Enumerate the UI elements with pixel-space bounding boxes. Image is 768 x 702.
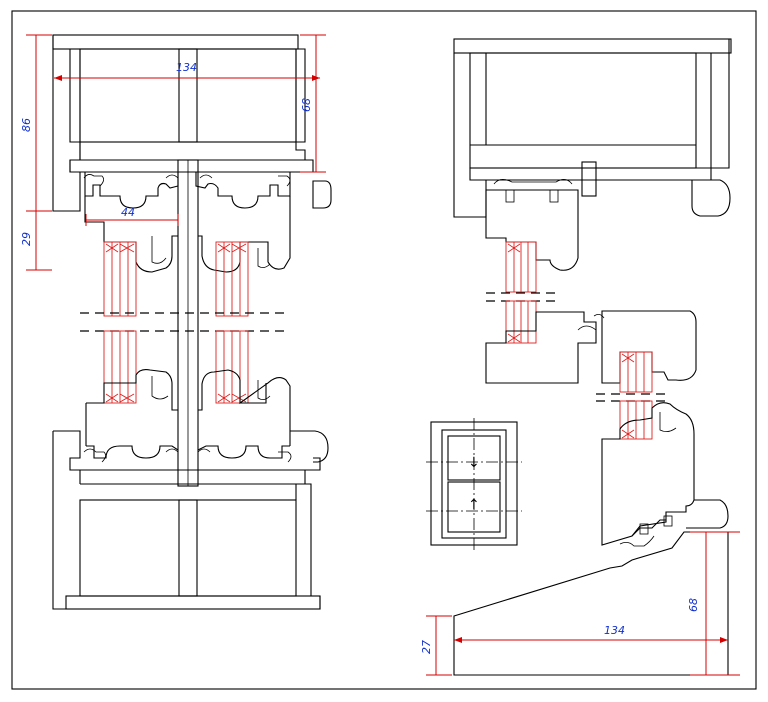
dim-sill-width: 134 bbox=[604, 624, 625, 637]
right-dimensions: 68 134 27 bbox=[420, 531, 740, 676]
arrow-up-icon: ↑ bbox=[468, 497, 480, 513]
right-head-bead bbox=[691, 179, 731, 217]
glazing-upper-left bbox=[103, 241, 137, 317]
head-end-bead bbox=[312, 180, 332, 209]
sash-profile-top-right bbox=[195, 172, 291, 209]
left-section bbox=[52, 34, 332, 610]
sill-bottom-rail bbox=[65, 595, 321, 610]
head-top-rail bbox=[52, 34, 299, 50]
lower-sash-left bbox=[86, 369, 178, 411]
dim-left-lower-height: 29 bbox=[20, 232, 33, 246]
sash-elevation-symbol: ↓ ↑ bbox=[426, 418, 522, 550]
head-mullion bbox=[178, 48, 198, 143]
sill-box bbox=[79, 499, 297, 597]
dim-sill-height: 68 bbox=[687, 598, 700, 612]
glazing-lower-right bbox=[215, 330, 249, 404]
dim-left-width: 134 bbox=[176, 61, 197, 74]
right-head-block bbox=[581, 161, 597, 197]
right-head-top bbox=[453, 38, 732, 54]
sash-profile-bottom-left bbox=[86, 445, 179, 459]
lower-sash-right bbox=[198, 369, 291, 446]
head-jamb-left bbox=[52, 35, 81, 212]
right-meeting-rail-lower bbox=[485, 311, 597, 384]
upper-sash-right bbox=[198, 196, 291, 273]
right-sill bbox=[453, 531, 729, 676]
dim-left-sash-width: 44 bbox=[121, 206, 135, 219]
right-glazing-lower bbox=[619, 351, 653, 393]
sill-end-bead bbox=[290, 430, 329, 463]
dim-sill-nose: 27 bbox=[420, 640, 433, 654]
right-upper-sash bbox=[485, 189, 579, 271]
arrow-down-icon: ↓ bbox=[468, 455, 480, 471]
glazing-lower-left bbox=[103, 330, 137, 404]
sheet-border bbox=[11, 10, 757, 690]
right-head-box bbox=[469, 52, 697, 169]
right-glazing-upper bbox=[505, 241, 537, 293]
glazing-upper-right bbox=[215, 241, 249, 317]
dim-left-frame-depth: 68 bbox=[300, 98, 313, 112]
sash-profile-bottom-right bbox=[197, 445, 290, 459]
left-dimensions: 134 68 86 29 44 bbox=[20, 34, 326, 271]
dim-left-total-height: 86 bbox=[20, 118, 33, 132]
right-sill-bead bbox=[686, 499, 729, 529]
sash-profile-top-left bbox=[84, 172, 179, 209]
right-section bbox=[453, 38, 732, 676]
right-meeting-rail-upper bbox=[601, 310, 697, 384]
right-lower-sash bbox=[601, 402, 695, 546]
right-glazing-mid bbox=[505, 300, 537, 344]
